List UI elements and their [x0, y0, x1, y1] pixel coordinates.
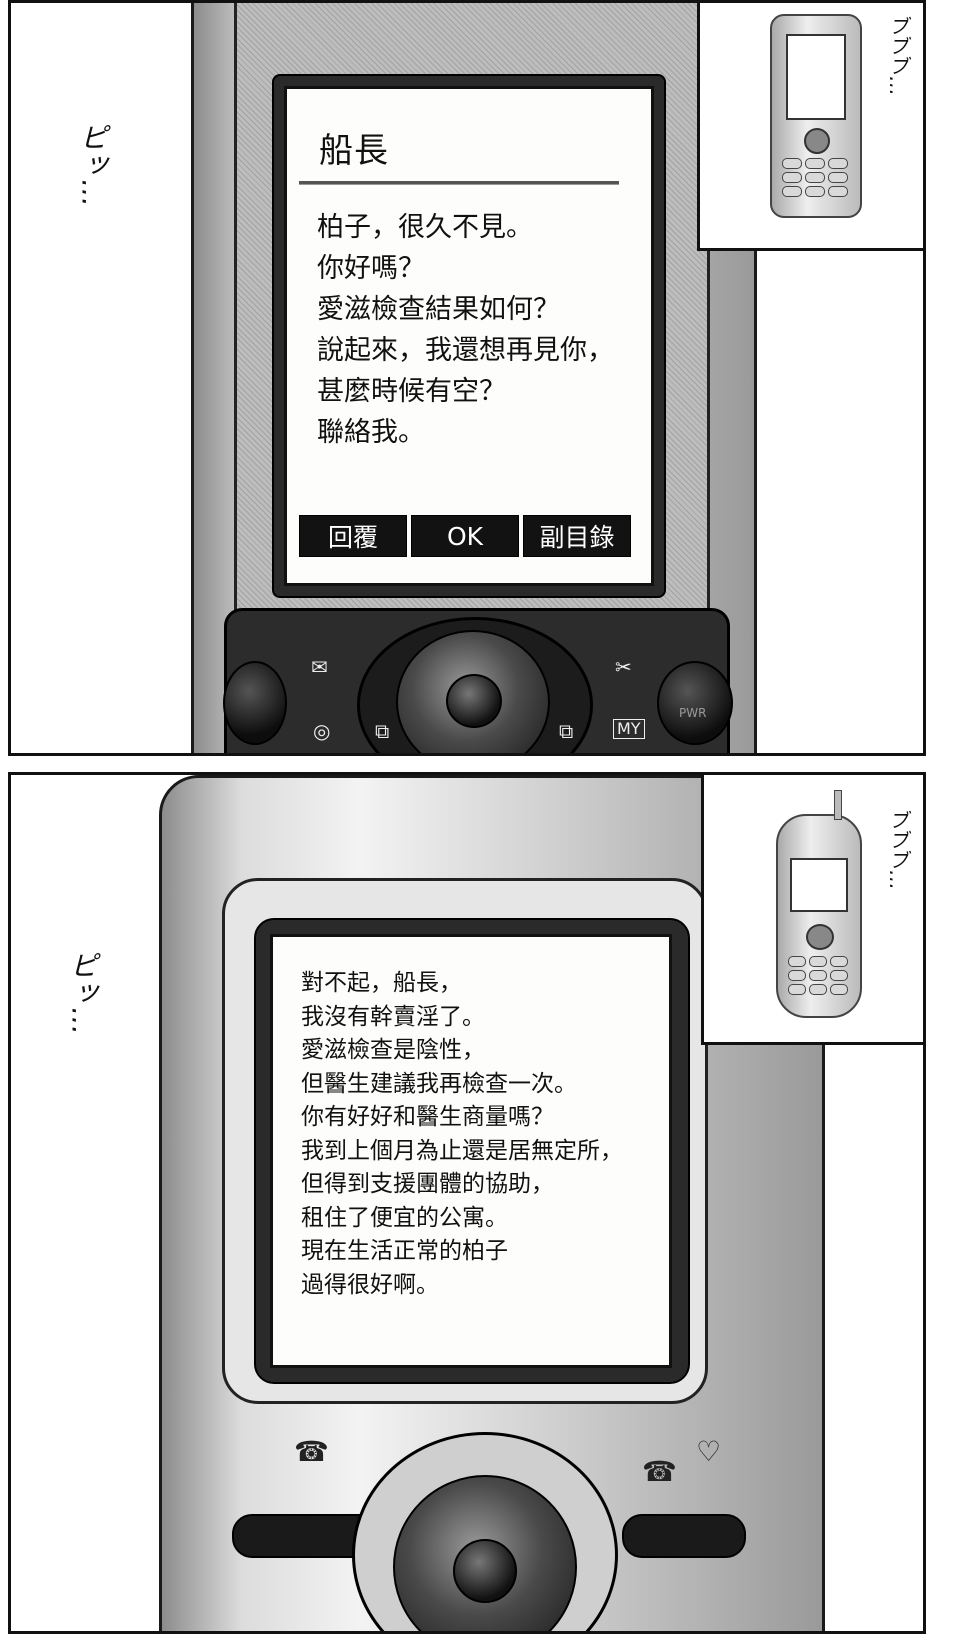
my-key[interactable]: MY: [613, 719, 645, 739]
message-line: 甚麼時候有空？: [317, 376, 506, 407]
softkey-bar: 回覆 OK 副目錄: [299, 515, 631, 557]
message-line: 我到上個月為止還是居無定所，: [301, 1137, 623, 1164]
power-button[interactable]: PWR: [657, 661, 733, 745]
panel-bottom: ピッ… 對不起，船長， 我沒有幹賣淫了。 愛滋檢查是陰性， 但醫生建議我再檢查一…: [8, 772, 926, 1634]
mini-screen: [786, 34, 846, 120]
mini-screen: [790, 858, 848, 912]
title-divider: [299, 181, 619, 185]
reply-softkey[interactable]: 回覆: [299, 515, 407, 557]
submenu-softkey[interactable]: 副目錄: [523, 515, 631, 557]
message-body-bottom: 對不起，船長， 我沒有幹賣淫了。 愛滋檢查是陰性， 但醫生建議我再檢查一次。 你…: [301, 967, 623, 1302]
nav-ring[interactable]: [357, 617, 593, 753]
right-softkey-bar[interactable]: [622, 1514, 746, 1558]
sfx-vibrate-right: ブブブ…: [885, 810, 909, 890]
phone-screen-top: 船長 柏子，很久不見。 你好嗎？ 愛滋檢查結果如何？ 說起來，我還想再見你， 甚…: [284, 86, 654, 586]
message-line: 說起來，我還想再見你，: [317, 335, 614, 366]
mini-nav: [806, 924, 834, 950]
mini-antenna: [834, 790, 842, 820]
message-line: 對不起，船長，: [301, 970, 462, 996]
mini-nav: [804, 128, 830, 154]
heart-icon[interactable]: ♡: [696, 1435, 722, 1468]
message-line: 你有好好和醫生商量嗎？: [301, 1104, 554, 1130]
sfx-beep-left: ピッ…: [65, 951, 99, 1035]
message-body-top: 柏子，很久不見。 你好嗎？ 愛滋檢查結果如何？ 說起來，我還想再見你， 甚麼時候…: [317, 207, 614, 453]
copy-left-icon[interactable]: ⧉: [375, 719, 390, 743]
mini-keypad: [782, 158, 848, 197]
nav-pad[interactable]: [396, 630, 550, 753]
copy-right-icon[interactable]: ⧉: [559, 719, 574, 743]
end-call-icon[interactable]: ☎: [642, 1455, 677, 1488]
pwr-label: PWR: [679, 706, 707, 720]
screen-frame-top: 船長 柏子，很久不見。 你好嗎？ 愛滋檢查結果如何？ 說起來，我還想再見你， 甚…: [272, 74, 666, 598]
message-line: 柏子，很久不見。: [317, 212, 533, 243]
phone-screen-bottom: 對不起，船長， 我沒有幹賣淫了。 愛滋檢查是陰性， 但醫生建議我再檢查一次。 你…: [270, 934, 672, 1368]
panel-top: ピッ… 船長 柏子，很久不見。 你好嗎？ 愛滋檢查結果如何？ 說起來，我還想再見…: [8, 0, 926, 756]
camera-icon[interactable]: ✂: [615, 655, 632, 679]
message-line: 愛滋檢查結果如何？: [317, 294, 560, 325]
mail-icon[interactable]: ✉: [311, 655, 328, 679]
nav-pad[interactable]: [393, 1475, 577, 1631]
message-line: 但得到支援團體的協助，: [301, 1171, 554, 1197]
nav-center-button[interactable]: [446, 674, 502, 728]
message-line: 聯絡我。: [317, 417, 425, 448]
inset-vibrating-phone-top: ブブブ…: [697, 3, 923, 251]
message-line: 愛滋檢查是陰性，: [301, 1037, 485, 1063]
call-button[interactable]: [223, 661, 287, 745]
mini-phone-icon: [776, 790, 862, 1018]
sender-name: 船長: [319, 131, 389, 171]
ok-softkey[interactable]: OK: [411, 515, 519, 557]
mini-keypad: [788, 956, 848, 995]
sfx-beep-left: ピッ…: [75, 123, 109, 207]
browser-icon[interactable]: ◎: [313, 719, 331, 743]
phone-top-keypad: ✉ ◎ ⧉ ⧉ ✂ MY PWR: [223, 608, 733, 753]
message-line: 現在生活正常的柏子: [301, 1238, 508, 1264]
screen-frame-bottom: 對不起，船長， 我沒有幹賣淫了。 愛滋檢查是陰性， 但醫生建議我再檢查一次。 你…: [254, 918, 690, 1384]
mini-phone-icon: [770, 14, 862, 218]
message-line: 但醫生建議我再檢查一次。: [301, 1070, 577, 1097]
message-line: 租住了便宜的公寓。: [301, 1204, 508, 1231]
phone-top-body: 船長 柏子，很久不見。 你好嗎？ 愛滋檢查結果如何？ 說起來，我還想再見你， 甚…: [191, 3, 757, 753]
sfx-vibrate-right: ブブブ…: [885, 16, 909, 96]
message-line: 過得很好啊。: [301, 1271, 439, 1298]
message-line: 我沒有幹賣淫了。: [301, 1003, 485, 1030]
nav-center-button[interactable]: [453, 1539, 517, 1603]
phone-bottom-body: 對不起，船長， 我沒有幹賣淫了。 愛滋檢查是陰性， 但醫生建議我再檢查一次。 你…: [159, 775, 825, 1631]
call-icon[interactable]: ☎: [294, 1435, 329, 1468]
nav-ring[interactable]: [352, 1432, 618, 1631]
message-line: 你好嗎？: [317, 253, 425, 284]
inset-vibrating-phone-bottom: ブブブ…: [701, 775, 923, 1045]
